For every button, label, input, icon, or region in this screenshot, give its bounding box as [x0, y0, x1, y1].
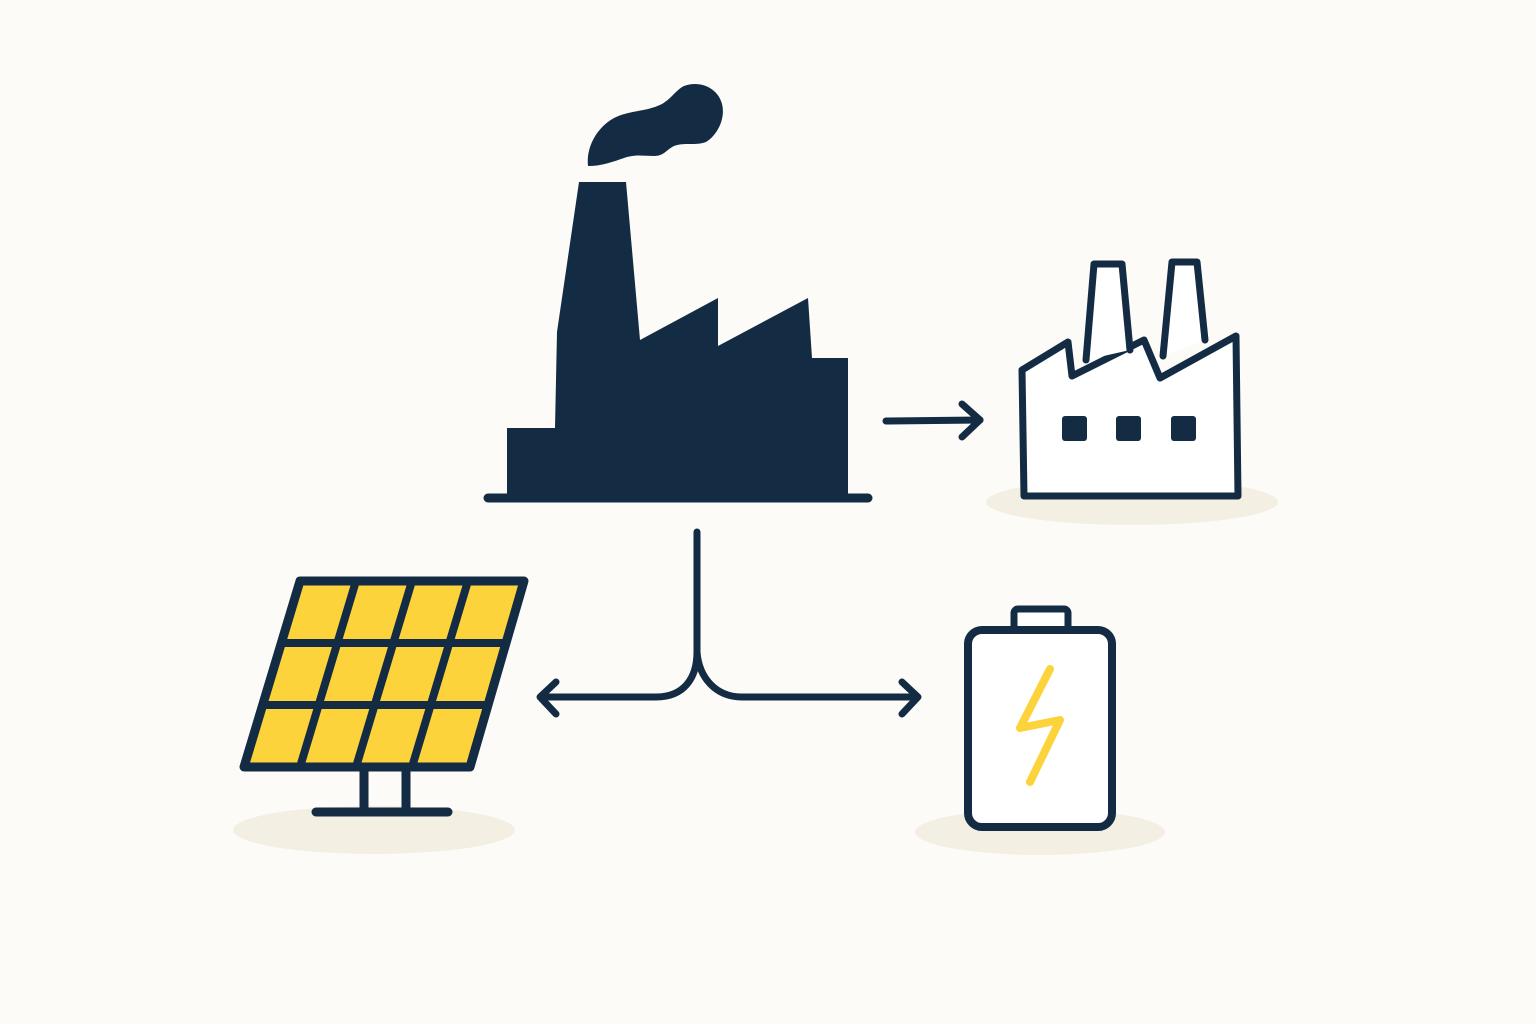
factory-outline-icon — [1018, 258, 1242, 500]
smoke-cloud — [587, 84, 723, 166]
arrow-to-factory — [882, 400, 984, 441]
smokestack-factory-icon — [483, 84, 873, 503]
arrow-to-solar-and-battery — [536, 528, 922, 718]
bolt-icon — [1016, 665, 1064, 786]
factory-window-2 — [1116, 416, 1141, 441]
solar-ground-shadow — [233, 806, 515, 854]
solar-panel-icon — [239, 576, 529, 817]
left-chimney — [1082, 260, 1134, 364]
factory-body — [507, 182, 848, 496]
solar-panel-grid — [260, 577, 510, 771]
flow-arrows — [536, 400, 984, 718]
solar-panel-stand — [311, 766, 453, 817]
right-chimney — [1159, 258, 1209, 360]
factory-window-1 — [1062, 416, 1087, 441]
battery-body — [964, 626, 1116, 831]
battery-bolt-icon — [964, 605, 1116, 831]
factory-window-3 — [1171, 416, 1196, 441]
